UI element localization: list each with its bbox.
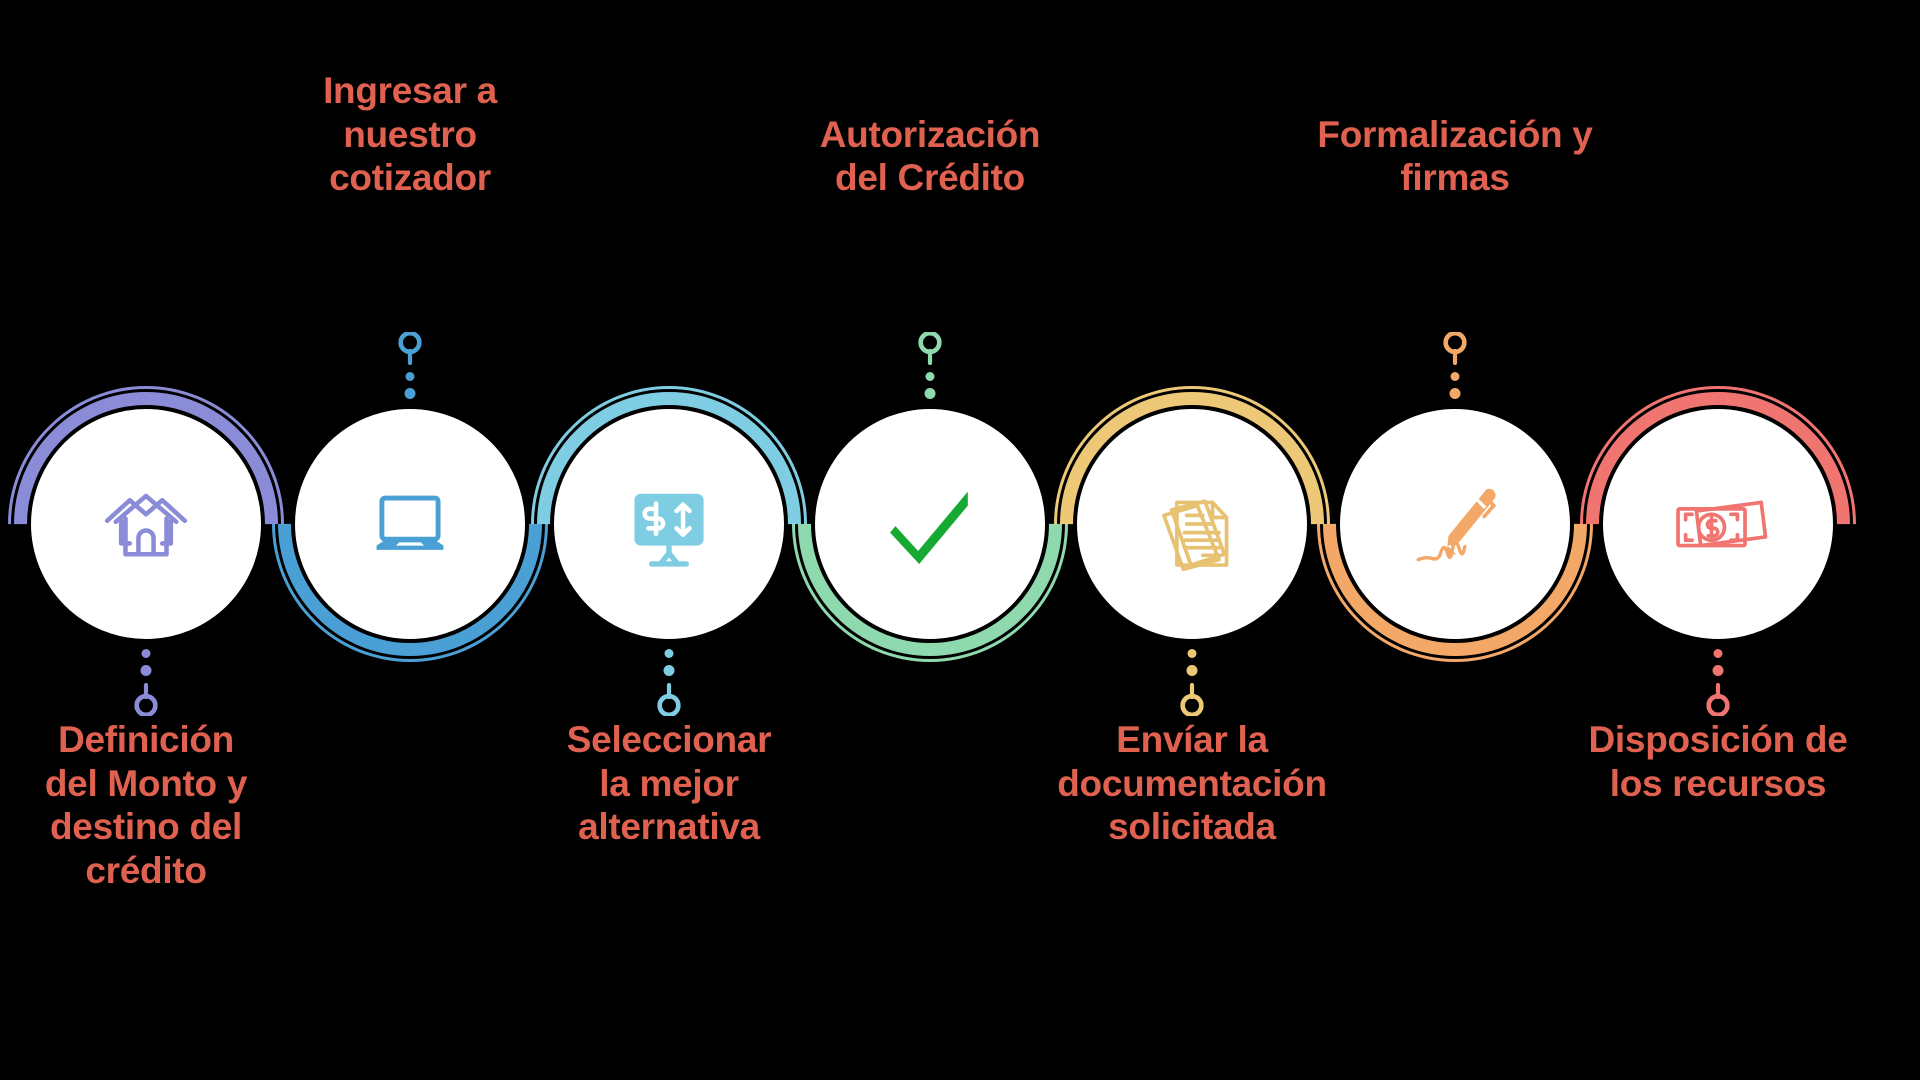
step-node[interactable] — [214, 328, 606, 720]
step-label: Seleccionar la mejor alternativa — [566, 719, 772, 848]
step-connector — [133, 649, 160, 716]
connector-dot — [663, 665, 675, 676]
connector-dot — [140, 665, 152, 676]
process-step[interactable]: Autorización del Crédito — [734, 0, 1126, 1080]
pin-marker-icon — [1179, 683, 1206, 716]
process-step[interactable]: Definición del Monto y destino del crédi… — [0, 0, 342, 1080]
step-label: Ingresar a nuestro cotizador — [323, 70, 497, 199]
connector-dot — [1187, 649, 1197, 658]
step-node[interactable] — [734, 328, 1126, 720]
step-icon-disc[interactable] — [1077, 409, 1307, 639]
process-step[interactable]: Seleccionar la mejor alternativa — [473, 0, 865, 1080]
connector-dot — [924, 388, 936, 399]
step-connector — [656, 649, 683, 716]
step-connector — [1179, 649, 1206, 716]
step-node[interactable] — [473, 328, 865, 720]
houses-icon — [92, 470, 200, 578]
step-node[interactable] — [0, 328, 342, 720]
connector-dot — [1449, 388, 1461, 399]
connector-dot — [141, 649, 151, 658]
process-step[interactable]: Envíar la documentación solicitada — [996, 0, 1388, 1080]
process-step[interactable]: Disposición de los recursos — [1522, 0, 1914, 1080]
step-icon-disc[interactable] — [815, 409, 1045, 639]
connector-dot — [1186, 665, 1198, 676]
banknotes-icon — [1664, 470, 1772, 578]
step-node[interactable] — [1522, 328, 1914, 720]
step-connector — [917, 332, 944, 399]
step-label: Disposición de los recursos — [1588, 719, 1848, 804]
step-connector — [397, 332, 424, 399]
documents-stack-icon — [1138, 470, 1246, 578]
process-step[interactable]: Formalización y firmas — [1259, 0, 1651, 1080]
connector-dot — [1712, 665, 1724, 676]
pin-marker-icon — [656, 683, 683, 716]
step-icon-disc[interactable] — [1603, 409, 1833, 639]
pin-marker-icon — [1705, 683, 1732, 716]
step-icon-disc[interactable] — [1340, 409, 1570, 639]
step-icon-disc[interactable] — [295, 409, 525, 639]
step-icon-disc[interactable] — [31, 409, 261, 639]
connector-dot — [1713, 649, 1723, 658]
step-connector — [1442, 332, 1469, 399]
monitor-exchange-icon — [615, 470, 723, 578]
laptop-icon — [356, 470, 464, 578]
step-node[interactable] — [1259, 328, 1651, 720]
connector-dot — [405, 372, 415, 381]
step-connector — [1705, 649, 1732, 716]
pin-marker-icon — [917, 332, 944, 365]
connector-dot — [404, 388, 416, 399]
checkmark-icon — [876, 470, 984, 578]
step-label: Formalización y firmas — [1317, 113, 1593, 199]
process-step[interactable]: Ingresar a nuestro cotizador — [214, 0, 606, 1080]
pin-marker-icon — [133, 683, 160, 716]
step-label: Autorización del Crédito — [819, 113, 1041, 199]
connector-dot — [925, 372, 935, 381]
pin-marker-icon — [397, 332, 424, 365]
connector-dot — [664, 649, 674, 658]
connector-dot — [1450, 372, 1460, 381]
step-icon-disc[interactable] — [554, 409, 784, 639]
pen-signature-icon — [1401, 470, 1509, 578]
step-node[interactable] — [996, 328, 1388, 720]
step-label: Definición del Monto y destino del crédi… — [44, 719, 248, 891]
step-label: Envíar la documentación solicitada — [1057, 719, 1327, 848]
pin-marker-icon — [1442, 332, 1469, 365]
